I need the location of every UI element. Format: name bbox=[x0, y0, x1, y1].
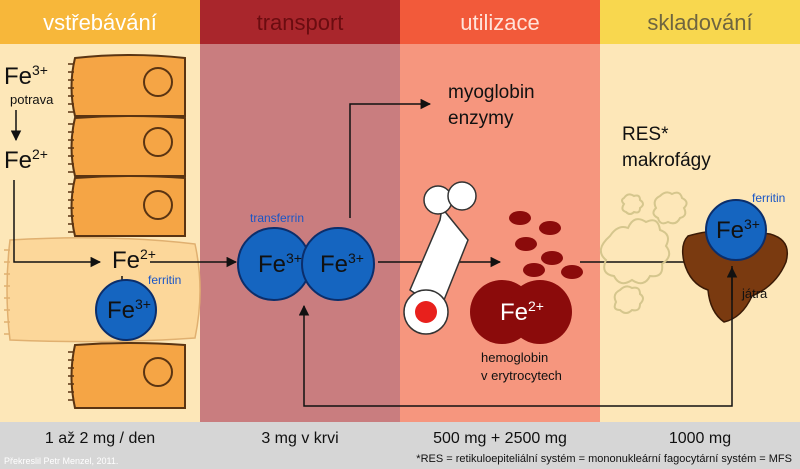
res-label: RES* bbox=[622, 124, 669, 145]
hemoglobin-cell bbox=[470, 280, 572, 344]
absorption-header-bar bbox=[0, 0, 200, 44]
fe3-transferrin-left: Fe3+ bbox=[258, 250, 302, 278]
transferrin-right bbox=[301, 227, 375, 301]
fe3-transferrin-right: Fe3+ bbox=[320, 250, 364, 278]
ferritin-label-gut: ferritin bbox=[148, 273, 181, 287]
erythrocytes-label: v erytrocytech bbox=[481, 368, 562, 383]
transport-header-bar bbox=[200, 0, 400, 44]
food-label: potrava bbox=[10, 92, 54, 107]
ferritin-liver bbox=[705, 199, 767, 261]
utilization-header: utilizace bbox=[460, 10, 539, 35]
absorption-amount: 1 až 2 mg / den bbox=[45, 430, 155, 447]
fe3-ferritin-liver: Fe3+ bbox=[716, 216, 760, 244]
footnote: *RES = retikuloepiteliální systém = mono… bbox=[416, 453, 792, 465]
microvilli bbox=[68, 63, 74, 401]
fe2-hemoglobin: Fe2+ bbox=[500, 298, 544, 326]
myoglobin-arrow bbox=[349, 98, 432, 218]
macrophages-label: makrofágy bbox=[622, 150, 711, 171]
storage-amount: 1000 mg bbox=[669, 430, 731, 447]
fe2-lumen: Fe2+ bbox=[4, 146, 48, 174]
amount-band bbox=[0, 422, 800, 469]
intestinal-cells bbox=[70, 54, 186, 409]
storage-header: skladování bbox=[647, 10, 752, 35]
ferritin-gut bbox=[95, 279, 157, 341]
transport-column bbox=[200, 0, 400, 422]
enterocyte-microvilli bbox=[4, 249, 10, 335]
ferritin-label-liver: ferritin bbox=[752, 191, 785, 205]
fe3-food: Fe3+ bbox=[4, 62, 48, 90]
fe3-ferritin-gut: Fe3+ bbox=[107, 296, 151, 324]
liver-label: játra bbox=[741, 286, 768, 301]
transferrin-label: transferrin bbox=[250, 211, 304, 225]
utilization-amount: 500 mg + 2500 mg bbox=[433, 430, 567, 447]
transport-header: transport bbox=[257, 10, 344, 35]
storage-return-arrow bbox=[298, 266, 733, 407]
credit: Překreslil Petr Menzel, 2011. bbox=[4, 456, 118, 466]
enzymes-label: enzymy bbox=[448, 108, 514, 129]
lumen-arrow bbox=[13, 180, 102, 268]
erythrocytes bbox=[509, 211, 583, 279]
fe2-enterocyte: Fe2+ bbox=[112, 246, 156, 274]
bone-icon bbox=[403, 181, 477, 335]
absorption-header: vstřebávání bbox=[43, 10, 157, 35]
utilization-header-bar bbox=[400, 0, 600, 44]
hemoglobin-label: hemoglobin bbox=[481, 350, 548, 365]
storage-header-bar bbox=[600, 0, 800, 44]
storage-column bbox=[600, 0, 800, 422]
transport-amount: 3 mg v krvi bbox=[261, 430, 338, 447]
macrophage-icons bbox=[599, 191, 688, 314]
myoglobin-label: myoglobin bbox=[448, 82, 535, 103]
